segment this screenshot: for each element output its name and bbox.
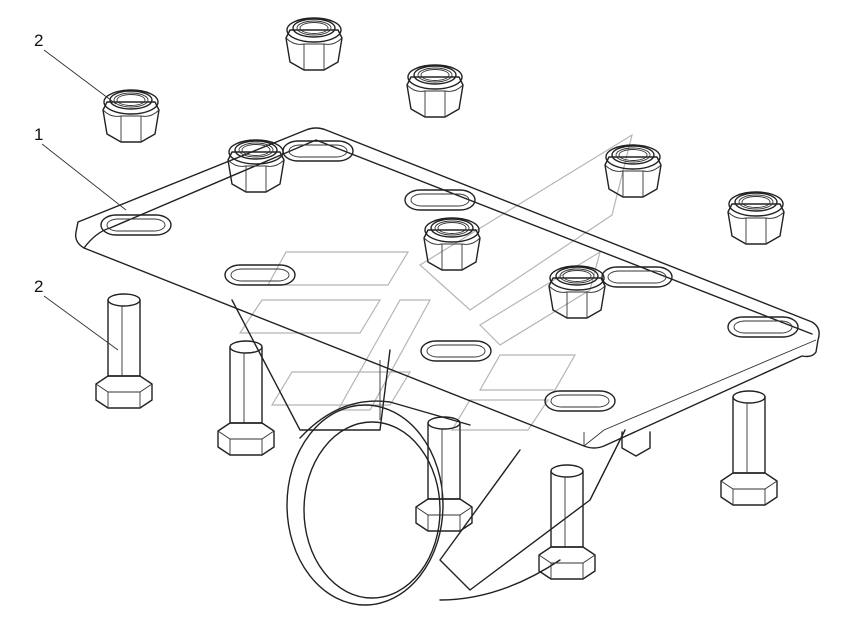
mounting-plate	[74, 127, 820, 449]
callout-2-bottom: 2	[34, 277, 43, 296]
plate-slots	[100, 140, 799, 412]
bolts	[95, 293, 778, 580]
callout-2-top: 2	[34, 31, 43, 50]
callout-1: 1	[34, 125, 43, 144]
lock-nuts	[102, 17, 785, 319]
pipe-bracket	[231, 299, 626, 606]
leader-lines	[41, 49, 127, 351]
